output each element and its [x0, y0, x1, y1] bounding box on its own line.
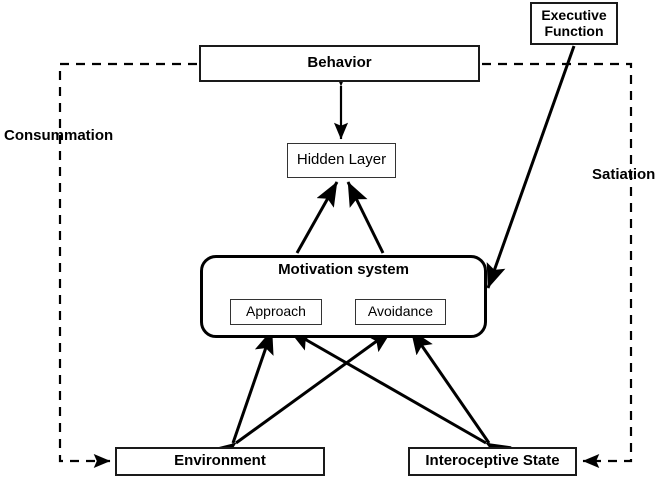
edge-interoceptive-avoidance — [409, 329, 511, 469]
edge-label-consummation: Consummation — [4, 127, 114, 144]
edge-environment-avoidance — [210, 328, 393, 466]
node-hidden-layer-label: Hidden Layer — [296, 151, 387, 169]
edge-motivation-left-to-hidden-layer — [295, 181, 339, 254]
node-environment-label: Environment — [174, 452, 266, 470]
node-approach[interactable]: Approach — [230, 299, 322, 325]
node-motivation-system-label: Motivation system — [278, 261, 409, 278]
node-avoidance[interactable]: Avoidance — [355, 299, 446, 325]
node-behavior[interactable]: Behavior — [199, 45, 480, 82]
node-avoidance-label: Avoidance — [367, 303, 434, 320]
node-approach-label: Approach — [246, 303, 306, 320]
edge-environment-approach — [215, 329, 274, 469]
node-interoceptive-state[interactable]: Interoceptive State — [408, 447, 577, 476]
edge-motivation-right-to-hidden-layer — [346, 181, 385, 254]
edge-executive-function-to-motivation — [486, 45, 576, 289]
node-hidden-layer[interactable]: Hidden Layer — [287, 143, 396, 178]
node-environment[interactable]: Environment — [115, 447, 325, 476]
node-executive-function[interactable]: Executive Function — [530, 2, 618, 45]
executive-function-line-2: Function — [544, 22, 604, 39]
node-behavior-label: Behavior — [307, 54, 372, 72]
edge-interoceptive-approach — [288, 328, 512, 464]
edge-satiation-feedback — [482, 62, 633, 469]
edge-consummation-feedback — [58, 62, 197, 469]
edge-label-satiation: Satiation — [592, 166, 656, 183]
executive-function-line-1: Executive — [541, 6, 607, 23]
node-interoceptive-state-label: Interoceptive State — [425, 452, 560, 470]
node-executive-function-label: Executive Function — [541, 6, 607, 39]
